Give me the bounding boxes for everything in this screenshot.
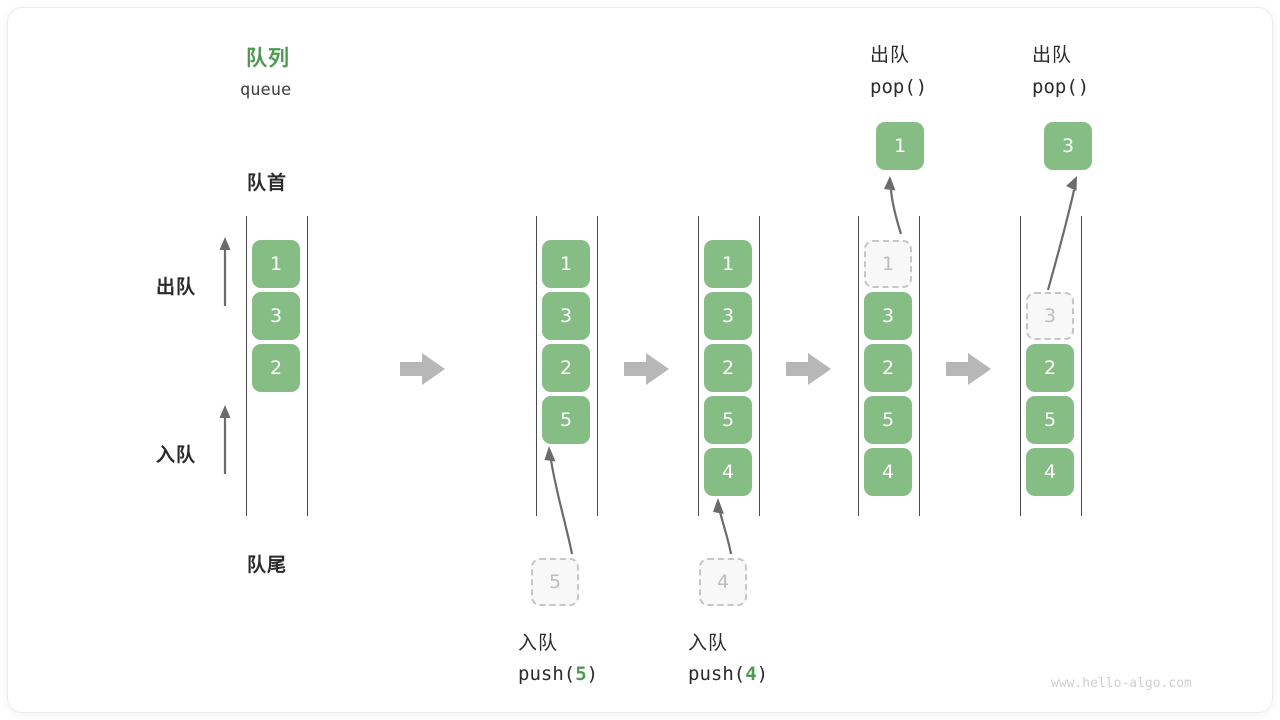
- queue-cell: 2: [1026, 344, 1074, 392]
- pop-op-code: pop(): [870, 76, 928, 98]
- rail-right: [919, 216, 920, 516]
- rear-label: 队尾: [247, 554, 288, 576]
- push-fn: push(: [688, 663, 746, 685]
- queue-cell: 1: [704, 240, 752, 288]
- queue-cell: 3: [704, 292, 752, 340]
- push-op-label-cn: 入队: [518, 632, 559, 654]
- queue-cell: 1: [542, 240, 590, 288]
- rail-left: [1020, 216, 1021, 516]
- push-op-code: push(5): [518, 663, 598, 685]
- queue-cell: 4: [704, 448, 752, 496]
- queue-cell: 2: [252, 344, 300, 392]
- rail-right: [307, 216, 308, 516]
- queue-cell: 5: [704, 396, 752, 444]
- enqueue-label: 入队: [156, 444, 197, 466]
- front-label: 队首: [247, 172, 288, 194]
- queue-cell: 5: [542, 396, 590, 444]
- rail-left: [536, 216, 537, 516]
- queue-cell: 2: [704, 344, 752, 392]
- push-close: ): [756, 663, 769, 685]
- pop-arrow: [884, 176, 903, 235]
- queue-stage-1: 1 3 2: [246, 216, 308, 516]
- queue-cell: 4: [864, 448, 912, 496]
- pop-arrow: [1046, 176, 1077, 291]
- push-chip: 5: [531, 558, 579, 606]
- rail-right: [597, 216, 598, 516]
- queue-cell: 1: [252, 240, 300, 288]
- push-arg: 5: [575, 663, 587, 685]
- push-chip: 4: [699, 558, 747, 606]
- rail-left: [246, 216, 247, 516]
- rail-left: [698, 216, 699, 516]
- pop-chip: 3: [1044, 122, 1092, 170]
- push-close: ): [586, 663, 599, 685]
- queue-stage-4: 1 3 2 5 4: [858, 216, 920, 516]
- flow-arrow: [786, 353, 831, 385]
- queue-stage-5: 3 2 5 4: [1020, 216, 1082, 516]
- queue-cell-popped: 3: [1026, 292, 1074, 340]
- queue-stage-3: 1 3 2 5 4: [698, 216, 760, 516]
- queue-cell: 2: [542, 344, 590, 392]
- diagram-canvas: 队列 queue 队首 队尾 出队 入队 1 3 2 1 3 2 5 5 入队 …: [8, 8, 1272, 712]
- rail-right: [1081, 216, 1082, 516]
- queue-title-en: queue: [240, 80, 292, 100]
- queue-cell: 3: [542, 292, 590, 340]
- push-op-code: push(4): [688, 663, 768, 685]
- push-arg: 4: [745, 663, 757, 685]
- rail-left: [858, 216, 859, 516]
- queue-cell: 3: [864, 292, 912, 340]
- flow-arrow: [946, 353, 991, 385]
- push-arrow: [713, 498, 733, 555]
- dequeue-label: 出队: [156, 276, 197, 298]
- queue-stage-2: 1 3 2 5: [536, 216, 598, 516]
- push-op-label-cn: 入队: [688, 632, 729, 654]
- queue-cell: 3: [252, 292, 300, 340]
- queue-cell: 2: [864, 344, 912, 392]
- queue-cell: 5: [864, 396, 912, 444]
- queue-cell: 4: [1026, 448, 1074, 496]
- watermark: www.hello-algo.com: [1051, 676, 1192, 691]
- queue-cell: 5: [1026, 396, 1074, 444]
- pop-op-label-cn: 出队: [1032, 44, 1073, 66]
- push-arrow: [544, 446, 574, 555]
- queue-title-cn: 队列: [246, 46, 290, 70]
- dequeue-direction-arrow: [219, 237, 231, 306]
- flow-arrow: [400, 353, 445, 385]
- rail-right: [759, 216, 760, 516]
- enqueue-direction-arrow: [219, 405, 231, 474]
- pop-op-code: pop(): [1032, 76, 1090, 98]
- pop-op-label-cn: 出队: [870, 44, 911, 66]
- flow-arrow: [624, 353, 669, 385]
- pop-chip: 1: [876, 122, 924, 170]
- push-fn: push(: [518, 663, 576, 685]
- queue-cell-popped: 1: [864, 240, 912, 288]
